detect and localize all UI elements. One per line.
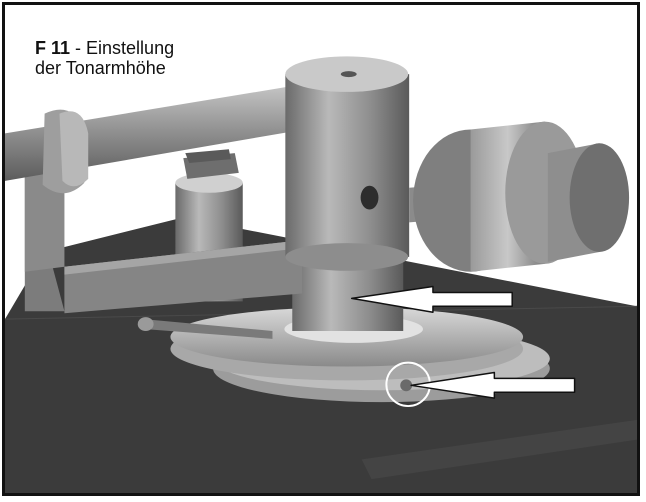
- caption-line-1: F 11 - Einstellung: [35, 38, 174, 58]
- figure-title: - Einstellung: [70, 38, 175, 58]
- pivot-hole: [360, 185, 379, 210]
- caption-line-2: der Tonarmhöhe: [35, 58, 166, 78]
- pillar-main: [285, 74, 410, 257]
- lift-lever-rod: [143, 319, 273, 339]
- figure-caption: F 11 - Einstellung der Tonarmhöhe: [35, 38, 174, 78]
- arrow-pointer-lower: [410, 371, 576, 399]
- arrow-pointer-upper: [350, 285, 513, 313]
- plinth-sheen: [361, 419, 637, 480]
- height-screw: [400, 379, 413, 392]
- figure-number: F 11: [35, 38, 71, 58]
- tonearm-illustration: [5, 56, 637, 493]
- figure-frame: F 11 - Einstellung der Tonarmhöhe: [2, 2, 640, 496]
